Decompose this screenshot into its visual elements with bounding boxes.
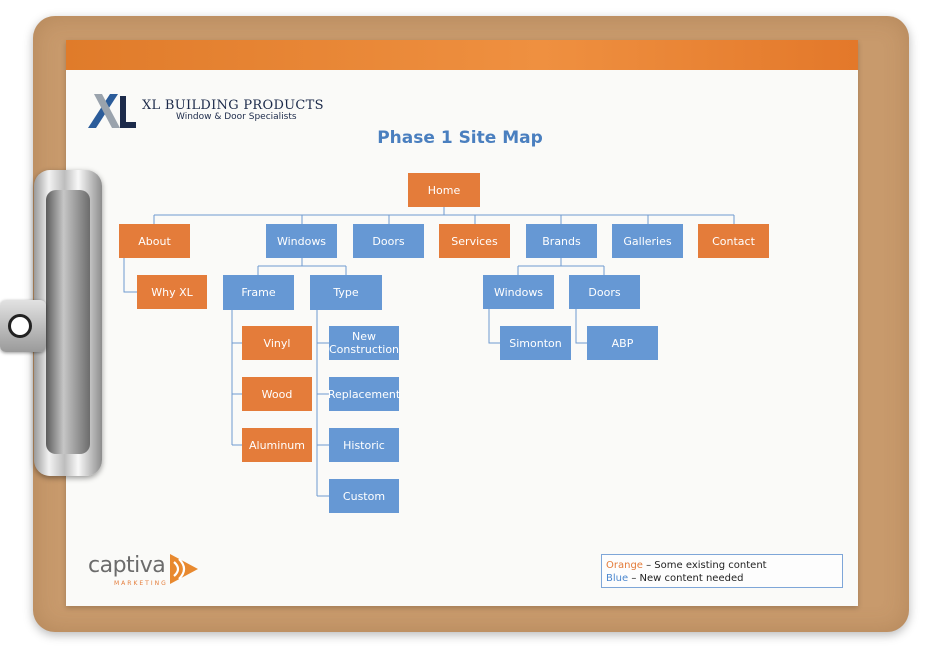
node-galleries: Galleries [612,224,683,258]
node-wood: Wood [242,377,312,411]
agency-logo-sub: MARKETING [114,580,168,587]
node-doors: Doors [353,224,424,258]
page-title: Phase 1 Site Map [377,128,543,148]
node-type: Type [310,275,382,310]
node-vinyl: Vinyl [242,326,312,360]
node-replacement: Replacement [328,377,400,411]
node-custom: Custom [329,479,399,513]
legend-blue-desc: – New content needed [628,573,744,584]
node-brands-doors: Doors [569,275,640,309]
node-services: Services [439,224,510,258]
node-home: Home [408,173,480,207]
node-windows: Windows [266,224,337,258]
legend-orange-word: Orange [606,560,643,571]
paper-sheet [66,40,858,606]
captiva-logo-icon [170,554,198,584]
node-frame: Frame [223,275,294,310]
node-brands: Brands [526,224,597,258]
node-about: About [119,224,190,258]
legend-blue-row: Blue – New content needed [606,572,838,585]
legend-orange-row: Orange – Some existing content [606,559,838,572]
company-logo-title: XL BUILDING PRODUCTS [142,98,324,113]
clipboard-clip-inner [46,190,90,454]
node-simonton: Simonton [500,326,571,360]
header-band [66,40,858,70]
agency-logo-name: captiva [88,553,166,578]
legend-orange-desc: – Some existing content [642,560,767,571]
node-abp: ABP [587,326,658,360]
company-logo-subtitle: Window & Door Specialists [176,112,297,122]
node-why-xl: Why XL [137,275,207,309]
clipboard-clip-hole [8,314,32,338]
node-historic: Historic [329,428,399,462]
xl-logo-icon [88,94,136,128]
node-new-construction: New Construction [329,326,399,360]
node-brands-windows: Windows [483,275,554,309]
node-contact: Contact [698,224,769,258]
legend: Orange – Some existing content Blue – Ne… [601,554,843,588]
node-aluminum: Aluminum [242,428,312,462]
legend-blue-word: Blue [606,573,629,584]
